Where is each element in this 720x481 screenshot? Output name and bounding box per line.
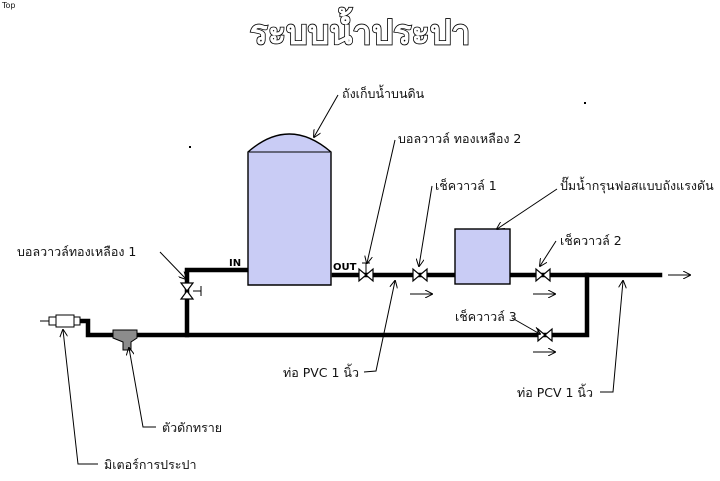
label-tank: ถังเก็บน้ำบนดิน	[342, 84, 425, 101]
label-pump: ปั๊มน้ำกรุนฟอสแบบถังแรงดัน	[560, 176, 714, 194]
float-valve-1	[179, 282, 202, 300]
diagram-title: ระบบน้ำประปา	[250, 7, 471, 53]
check-valve-1	[410, 267, 432, 294]
tank-out-label: OUT	[333, 262, 357, 273]
label-pcv-pipe: ท่อ PCV 1 นิ้ว	[517, 383, 593, 400]
label-check-valve-2: เช็ควาวล์ 2	[560, 233, 622, 248]
label-water-meter: มิเตอร์การประปา	[104, 457, 196, 472]
stray-dot	[189, 146, 191, 148]
water-meter	[40, 314, 81, 328]
label-check-valve-3: เช็ควาวล์ 3	[455, 309, 517, 324]
pressure-pump	[454, 228, 511, 285]
float-valve-2	[358, 262, 374, 283]
label-check-valve-1: เช็ควาวล์ 1	[435, 178, 497, 193]
check-valve-2	[533, 267, 555, 294]
pipes	[73, 267, 663, 338]
sand-trap	[112, 329, 138, 351]
label-sand-trap: ตัวดักทราย	[162, 420, 222, 435]
label-pvc-pipe: ท่อ PVC 1 นิ้ว	[283, 363, 359, 380]
tank-in-label: IN	[229, 258, 241, 269]
label-float-valve-2: บอลวาวล์ ทองเหลือง 2	[398, 131, 521, 146]
leader-lines	[63, 94, 623, 465]
window-label: Top	[1, 1, 16, 10]
stray-dot	[584, 102, 586, 104]
label-float-valve-1: บอลวาวล์ทองเหลือง 1	[17, 244, 136, 259]
storage-tank	[247, 133, 332, 286]
